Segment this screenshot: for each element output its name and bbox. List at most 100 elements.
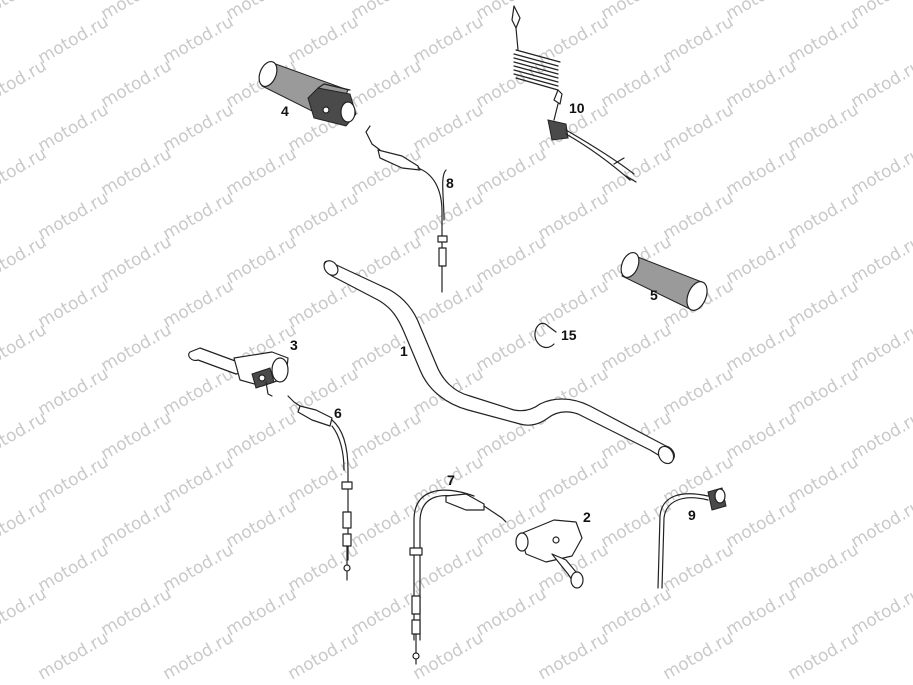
- watermark-text: motod.ru: [410, 188, 488, 244]
- watermark-text: motod.ru: [598, 584, 676, 640]
- watermark-text: motod.ru: [160, 100, 238, 156]
- watermark-text: motod.ru: [285, 452, 363, 508]
- watermark-text: motod.ru: [785, 540, 863, 596]
- watermark-text: motod.ru: [0, 408, 50, 464]
- watermark-text: motod.ru: [723, 232, 801, 288]
- watermark-text: motod.ru: [348, 56, 426, 112]
- part-labels: 1 2 3 4 5 6 7 8 9 10 15: [281, 100, 696, 525]
- watermark-text: motod.ru: [848, 496, 913, 552]
- watermark-text: motod.ru: [848, 0, 913, 24]
- watermark-text: motod.ru: [348, 408, 426, 464]
- part-8-throttle-cable[interactable]: [365, 125, 448, 293]
- watermark-text: motod.ru: [35, 276, 113, 332]
- watermark-text: motod.ru: [723, 320, 801, 376]
- watermark-text: motod.ru: [848, 584, 913, 640]
- watermark-text: motod.ru: [223, 408, 301, 464]
- watermark-text: motod.ru: [785, 100, 863, 156]
- label-part-3: 3: [290, 337, 298, 353]
- watermark-text: motod.ru: [848, 408, 913, 464]
- watermark-text: motod.ru: [660, 12, 738, 68]
- part-10-kill-switch[interactable]: [511, 5, 637, 183]
- watermark-text: motod.ru: [223, 144, 301, 200]
- part-1-handlebar[interactable]: [321, 258, 676, 466]
- watermark-text: motod.ru: [285, 12, 363, 68]
- watermark-text: motod.ru: [473, 584, 551, 640]
- label-part-5: 5: [650, 287, 658, 303]
- watermark-text: motod.ru: [160, 12, 238, 68]
- watermark-text: motod.ru: [0, 144, 50, 200]
- part-2-brake-lever[interactable]: [515, 519, 584, 589]
- watermark-text: motod.ru: [598, 0, 676, 24]
- watermark-text: motod.ru: [785, 628, 863, 684]
- watermark-text: motod.ru: [848, 56, 913, 112]
- watermark-text: motod.ru: [848, 232, 913, 288]
- watermark-text: motod.ru: [98, 232, 176, 288]
- watermark-text: motod.ru: [35, 12, 113, 68]
- watermark-text: motod.ru: [223, 232, 301, 288]
- watermark-text: motod.ru: [473, 144, 551, 200]
- watermark-text: motod.ru: [35, 628, 113, 684]
- watermark-text: motod.ru: [160, 364, 238, 420]
- watermark-text: motod.ru: [473, 320, 551, 376]
- watermark-text: motod.ru: [723, 408, 801, 464]
- watermark-text: motod.ru: [223, 496, 301, 552]
- watermark-text: motod.ru: [660, 188, 738, 244]
- watermark-text: motod.ru: [723, 0, 801, 24]
- watermark-text: motod.ru: [723, 584, 801, 640]
- part-5-left-grip[interactable]: [618, 250, 711, 313]
- watermark-text: motod.ru: [0, 232, 50, 288]
- watermark-text: motod.ru: [535, 628, 613, 684]
- part-7-brake-cable[interactable]: [409, 489, 507, 665]
- watermark-text: motod.ru: [785, 276, 863, 332]
- label-part-2: 2: [583, 509, 591, 525]
- watermark-text: motod.ru: [223, 0, 301, 24]
- watermark-text: motod.ru: [160, 628, 238, 684]
- part-9-start-button[interactable]: [657, 487, 727, 589]
- watermark-text: motod.ru: [598, 320, 676, 376]
- watermark-text: motod.ru: [660, 628, 738, 684]
- watermark-text: motod.ru: [723, 144, 801, 200]
- watermark-text: motod.ru: [410, 276, 488, 332]
- part-4-throttle-grip[interactable]: [256, 59, 357, 127]
- watermark-text: motod.ru: [285, 364, 363, 420]
- watermark-text: motod.ru: [723, 496, 801, 552]
- watermark-text: motod.ru: [723, 56, 801, 112]
- watermark-text: motod.ru: [660, 540, 738, 596]
- watermark-text: motod.ru: [285, 188, 363, 244]
- watermark-text: motod.ru: [785, 364, 863, 420]
- watermark-text: motod.ru: [0, 584, 50, 640]
- watermark-text: motod.ru: [35, 452, 113, 508]
- label-part-10: 10: [569, 100, 585, 116]
- label-part-9: 9: [688, 507, 696, 523]
- watermark-text: motod.ru: [410, 628, 488, 684]
- watermark-text: motod.ru: [848, 144, 913, 200]
- part-3-clutch-lever[interactable]: [188, 347, 289, 397]
- watermark-text: motod.ru: [160, 452, 238, 508]
- watermark-text: motod.ru: [785, 452, 863, 508]
- part-6-clutch-cable[interactable]: [287, 395, 353, 581]
- watermark-text: motod.ru: [160, 540, 238, 596]
- watermark-text: motod.ru: [410, 12, 488, 68]
- watermark-text: motod.ru: [0, 0, 50, 24]
- label-part-7: 7: [447, 472, 455, 488]
- watermark-text: motod.ru: [285, 628, 363, 684]
- label-part-15: 15: [561, 327, 577, 343]
- watermark-text: motod.ru: [785, 12, 863, 68]
- watermark-text: motod.ru: [98, 320, 176, 376]
- watermark-text: motod.ru: [223, 584, 301, 640]
- watermark-text: motod.ru: [598, 56, 676, 112]
- watermark-text: motod.ru: [160, 276, 238, 332]
- watermark-text: motod.ru: [535, 188, 613, 244]
- watermark-text: motod.ru: [473, 0, 551, 24]
- part-15-clip[interactable]: [534, 322, 557, 349]
- watermark-text: motod.ru: [0, 496, 50, 552]
- watermark-text: motod.ru: [598, 144, 676, 200]
- watermark-text: motod.ru: [35, 540, 113, 596]
- label-part-6: 6: [334, 405, 342, 421]
- watermark-text: motod.ru: [848, 320, 913, 376]
- watermark-text: motod.ru: [660, 364, 738, 420]
- label-part-4: 4: [281, 103, 289, 119]
- watermark-text: motod.ru: [660, 100, 738, 156]
